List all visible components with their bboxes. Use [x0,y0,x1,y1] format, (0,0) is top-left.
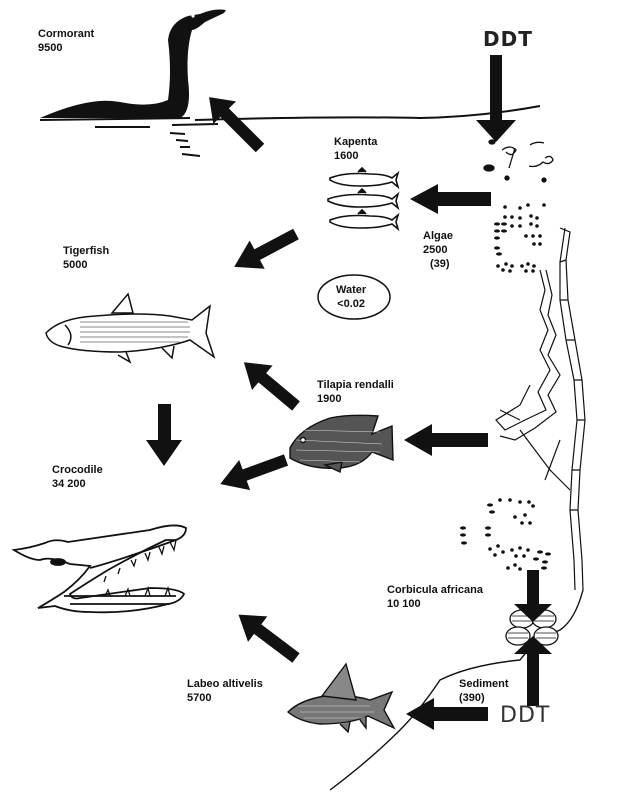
arrow-labeo-to-crocodile [238,614,300,663]
kapenta-name: Kapenta [334,136,378,148]
label-tilapia: Tilapia rendalli 1900 [317,378,394,406]
kapenta-icon [327,166,400,232]
label-water: Water <0.02 [336,283,366,311]
tigerfish-value: 5000 [63,259,88,271]
labeo-name: Labeo altivelis [187,678,263,690]
label-labeo: Labeo altivelis 5700 [187,677,263,705]
ddt-source-bottom: DDT [500,703,551,728]
kapenta-value: 1600 [334,150,359,162]
tigerfish-name: Tigerfish [63,245,110,257]
arrow-tilapia-to-tigerfish [243,362,300,411]
aquatic-plant-icon [495,227,586,591]
arrow-sediment-to-labeo [406,698,488,730]
sediment-name: Sediment [459,678,509,690]
cormorant-icon [40,9,226,157]
water-ellipse [317,274,391,320]
label-sediment: Sediment (390) [459,677,509,705]
labeo-icon [286,662,396,734]
water-name: Water [336,284,367,296]
arrow-plant-to-tilapia [404,424,488,456]
algae-note: (39) [430,258,450,270]
label-algae: Algae 2500 (39) [423,229,453,271]
tigerfish-icon [45,292,216,364]
cormorant-name: Cormorant [38,28,95,40]
ddt-particles [483,129,554,183]
flow-arrows [146,55,552,730]
label-crocodile: Crocodile 34 200 [52,463,103,491]
corbicula-value: 10 100 [387,598,421,610]
label-tigerfish: Tigerfish 5000 [63,244,109,272]
arrow-kapenta-to-cormorant [209,97,265,153]
label-corbicula: Corbicula africana 10 100 [387,583,483,611]
arrow-ddt-bottom-to-corbicula [514,636,552,706]
label-kapenta: Kapenta 1600 [334,135,377,163]
lake-bottom-line [329,589,584,791]
algae-icon [494,203,546,273]
algae-name: Algae [423,230,453,242]
cormorant-value: 9500 [38,42,63,54]
arrow-algae-to-kapenta [410,184,491,214]
crocodile-icon [11,524,187,614]
ddt-source-top: DDT [483,27,533,51]
tilapia-icon [289,414,394,474]
corbicula-name: Corbicula africana [387,584,483,596]
algae-dots-lower [460,498,551,571]
label-cormorant: Cormorant 9500 [38,27,94,55]
arrow-kapenta-to-tigerfish [234,228,299,269]
algae-value: 2500 [423,244,448,256]
labeo-value: 5700 [187,692,212,704]
water-value: <0.02 [337,298,365,310]
crocodile-value: 34 200 [52,478,86,490]
arrow-tigerfish-to-crocodile [146,404,182,466]
arrow-algae-to-corbicula [514,570,552,622]
arrow-tilapia-to-crocodile [220,454,289,491]
tilapia-value: 1900 [317,393,342,405]
tilapia-name: Tilapia rendalli [317,379,394,391]
arrow-ddt-top-down [476,55,516,142]
crocodile-name: Crocodile [52,464,103,476]
sediment-value: (390) [459,692,485,704]
